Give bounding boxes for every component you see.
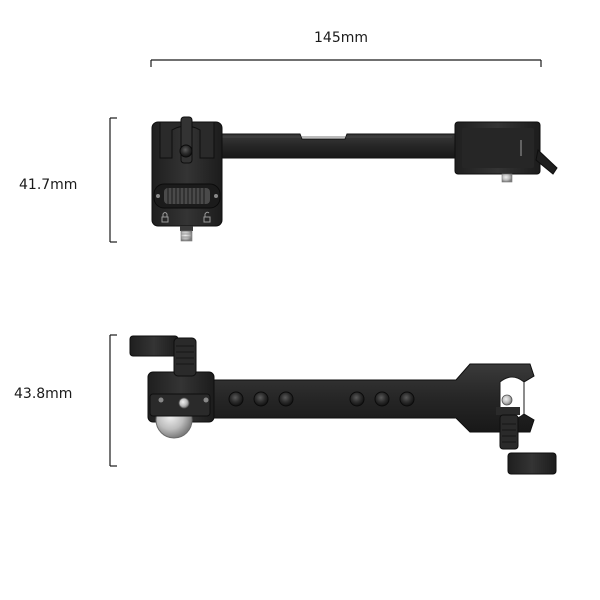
bracket-top-view (151, 116, 558, 242)
height-dimension-label-top: 41.7mm (19, 177, 78, 193)
bracket-side-view (129, 335, 557, 475)
height-dimension-line-top (109, 117, 117, 243)
height-dimension-label-bottom: 43.8mm (14, 386, 73, 402)
width-dimension-line (150, 59, 542, 67)
lock-icon (161, 212, 169, 223)
width-dimension-label: 145mm (314, 30, 368, 46)
unlock-icon (203, 211, 211, 223)
height-dimension-line-bottom (109, 334, 117, 467)
